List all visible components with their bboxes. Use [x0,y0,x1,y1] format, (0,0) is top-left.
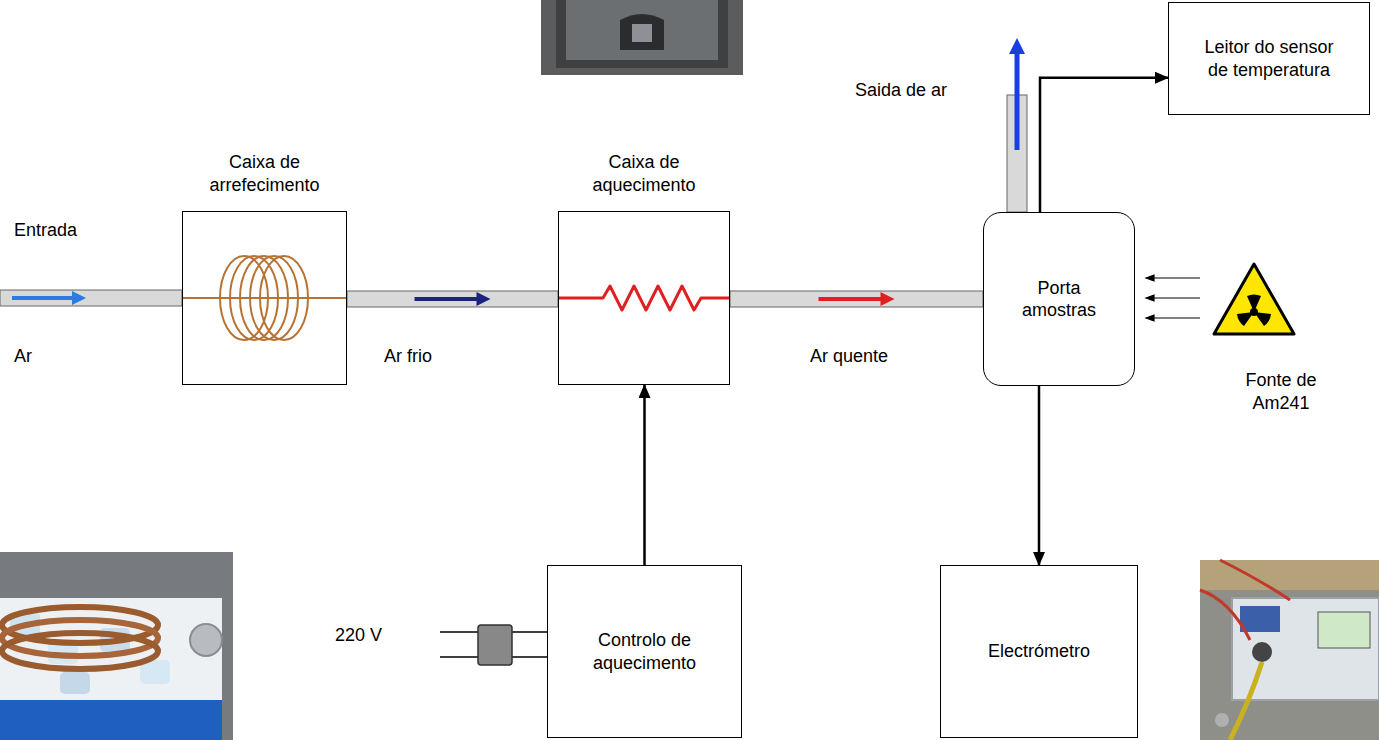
heater-photo [541,0,743,75]
cooling-coil [183,256,346,340]
connector [1039,386,1040,565]
radiation-rays [1146,275,1200,321]
box-heading: Caixa de aquecimento [559,151,729,196]
flow-arrow [415,297,479,301]
heating-box: Caixa de aquecimento [558,211,730,385]
heating-control-box: Controlo de aquecimento [547,565,742,738]
inlet-label: Entrada [14,219,77,242]
box-label: Leitor do sensor de temperatura [1204,36,1334,81]
cooling-box: Caixa de arrefecimento [182,211,347,385]
connector [347,291,558,307]
box-label: Electrómetro [988,640,1090,663]
voltage-label: 220 V [335,624,382,647]
sensor-reader-box: Leitor do sensor de temperatura [1168,2,1370,115]
edge-label: Ar quente [810,345,888,368]
mains-plug [440,625,547,665]
sample-holder: Porta amostras [983,212,1135,386]
box-label: Controlo de aquecimento [570,629,720,674]
signal-line [1038,386,1041,565]
cooler-photo [0,552,233,740]
entry-pipe [0,290,182,306]
radiation-symbol [1214,264,1294,334]
electrometer-photo [1200,560,1379,740]
flow-arrow [819,297,883,301]
arrow-head [477,292,491,306]
edge-label: Ar frio [384,345,432,368]
signal-line [1040,78,1168,212]
outlet-label: Saida de ar [855,79,947,102]
signal-line [643,385,646,565]
box-heading: Caixa de arrefecimento [180,151,350,196]
exit-pipe [1007,38,1027,212]
source-label: Fonte de Am241 [1231,369,1331,414]
air-pipe [347,291,558,307]
resistor-symbol [559,286,729,310]
connector [730,291,983,307]
electrometer-box: Electrómetro [940,565,1138,738]
arrow-head [881,292,895,306]
connector [644,385,645,565]
air-label: Ar [14,345,32,368]
air-pipe [730,291,983,307]
connector [1040,78,1168,212]
box-label: Porta amostras [1004,277,1114,322]
